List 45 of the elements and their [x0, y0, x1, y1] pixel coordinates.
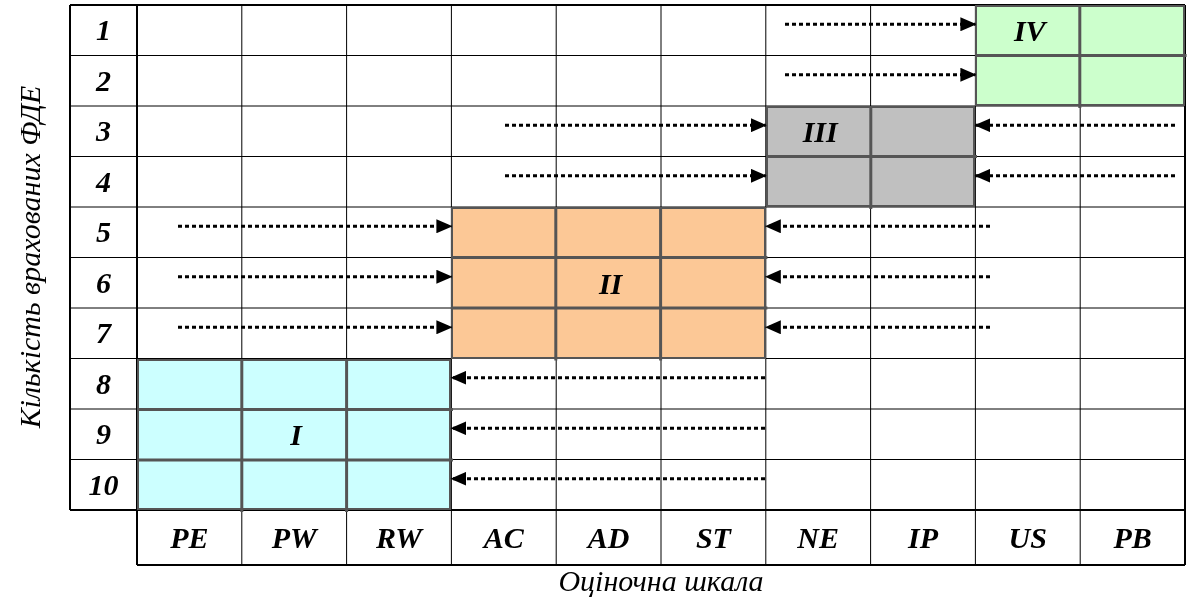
dotted-arrow [450, 370, 765, 385]
shaded-region [137, 358, 452, 510]
row-number: 2 [94, 62, 112, 99]
dotted-arrow [178, 269, 453, 284]
dotted-arrow [505, 168, 767, 183]
column-header: PE [169, 519, 210, 556]
dotted-arrow [974, 118, 1175, 133]
row-number: 7 [95, 315, 113, 352]
axis-title: Кількість врахованих ФДЕ [13, 85, 47, 429]
dotted-arrow [764, 269, 990, 284]
row-number: 9 [95, 416, 112, 453]
row-number: 1 [95, 12, 112, 49]
column-header: RW [374, 519, 425, 556]
axis-title: Оціночна шкала [557, 564, 765, 598]
dotted-arrow [974, 168, 1175, 183]
row-number: 3 [95, 113, 112, 150]
dotted-arrow [785, 17, 977, 32]
region-label: IV [1012, 13, 1049, 50]
dotted-arrow [785, 67, 977, 82]
dotted-arrow [178, 320, 453, 335]
dotted-arrow [178, 219, 453, 234]
shaded-region [451, 207, 766, 359]
column-header: PW [270, 519, 320, 556]
column-header: NE [796, 519, 841, 556]
row-number: 8 [95, 365, 112, 402]
region-label: I [289, 417, 304, 454]
dotted-arrow [764, 219, 990, 234]
dotted-arrow [764, 320, 990, 335]
region-label: III [801, 114, 840, 151]
column-header: ST [694, 519, 733, 556]
column-header: PB [1112, 519, 1153, 556]
column-header: IP [906, 519, 940, 556]
row-number: 10 [87, 466, 120, 503]
shaded-region [765, 106, 976, 207]
dotted-arrow [450, 421, 765, 436]
dotted-arrow [505, 118, 767, 133]
dotted-arrow [450, 471, 765, 486]
row-number: 4 [94, 163, 112, 200]
region-label: II [597, 265, 624, 302]
column-header: US [1007, 519, 1048, 556]
shaded-region [975, 5, 1185, 106]
row-number: 5 [95, 214, 112, 251]
row-number: 6 [95, 264, 112, 301]
column-header: AC [481, 519, 525, 556]
column-header: AD [585, 519, 631, 556]
